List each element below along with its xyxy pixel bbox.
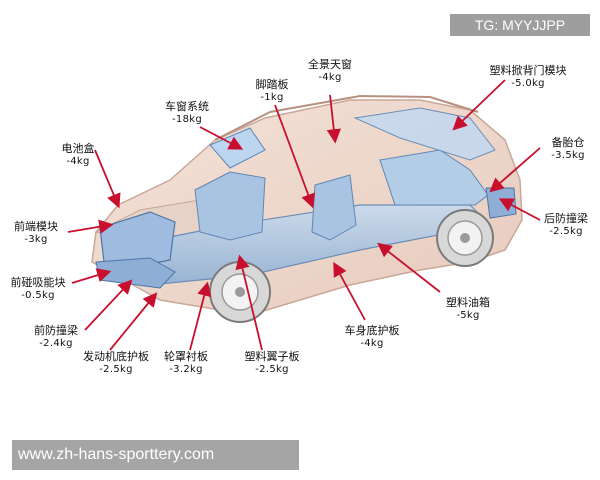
rear-seat	[311, 174, 357, 241]
part-weight: -2.5kg	[255, 364, 289, 375]
leader-underbody	[333, 261, 366, 321]
part-label-underbody: 车身底护板 -4kg	[345, 324, 400, 350]
part-name: 轮罩衬板	[164, 350, 208, 363]
part-weight: -4kg	[318, 72, 342, 83]
part-weight: -2.4kg	[39, 338, 73, 349]
leader-tailgate	[452, 79, 506, 131]
part-weight: -18kg	[172, 114, 202, 125]
leader-front-beam	[84, 279, 133, 331]
part-label-tailgate: 塑料掀背门模块 -5.0kg	[490, 64, 567, 90]
part-weight: -1kg	[260, 92, 284, 103]
part-name: 电池盒	[61, 142, 95, 155]
part-label-spare-tire: 备胎仓 -3.5kg	[551, 136, 584, 162]
leader-wheel-liner	[189, 281, 212, 351]
part-label-fuel-tank: 塑料油箱 -5kg	[446, 296, 490, 322]
part-name: 脚踏板	[255, 78, 289, 91]
part-weight: -3kg	[24, 234, 48, 245]
part-name: 前碰吸能块	[10, 276, 66, 289]
part-name: 发动机底护板	[83, 350, 149, 363]
part-weight: -2.5kg	[99, 364, 133, 375]
leader-spare-tire	[489, 147, 541, 193]
part-name: 塑料翼子板	[244, 350, 300, 363]
rear-bumper-beam	[485, 187, 517, 219]
part-label-fender: 塑料翼子板 -2.5kg	[245, 350, 300, 376]
leader-rear-beam	[498, 198, 541, 221]
part-name: 备胎仓	[551, 136, 585, 149]
roof-line	[214, 94, 479, 141]
part-name: 塑料油箱	[446, 296, 490, 309]
watermark-top: TG: MYYJJPP	[450, 14, 590, 36]
leader-front-module	[67, 219, 114, 234]
part-weight: -4kg	[360, 338, 384, 349]
car-frame	[95, 107, 517, 289]
leader-window	[199, 126, 244, 150]
part-label-sunroof: 全景天窗 -4kg	[308, 58, 352, 84]
part-weight: -3.2kg	[169, 364, 203, 375]
leader-footrest	[274, 104, 316, 209]
part-label-footrest: 脚踏板 -1kg	[256, 78, 289, 104]
leader-crash-block	[71, 268, 112, 284]
leader-battery	[94, 149, 121, 209]
part-label-front-module: 前端模块 -3kg	[14, 220, 58, 246]
part-label-engine-guard: 发动机底护板 -2.5kg	[83, 350, 149, 376]
part-weight: -3.5kg	[551, 150, 585, 161]
part-label-battery: 电池盒 -4kg	[62, 142, 95, 168]
part-name: 前端模块	[14, 220, 58, 233]
part-weight: -0.5kg	[21, 290, 55, 301]
part-name: 车身底护板	[344, 324, 400, 337]
leader-fender	[235, 254, 263, 351]
part-name: 全景天窗	[308, 58, 352, 71]
leader-sunroof	[326, 94, 341, 144]
leader-engine-guard	[109, 292, 158, 351]
leader-lines	[67, 79, 541, 351]
rear-wheel	[436, 209, 494, 267]
part-label-front-beam: 前防撞梁 -2.4kg	[34, 324, 78, 350]
part-name: 前防撞梁	[34, 324, 78, 337]
part-weight: -4kg	[66, 156, 90, 167]
part-label-window: 车窗系统 -18kg	[165, 100, 209, 126]
leader-fuel-tank	[377, 242, 441, 293]
part-weight: -2.5kg	[549, 226, 583, 237]
front-seat	[194, 171, 266, 241]
part-label-rear-beam: 后防撞梁 -2.5kg	[544, 212, 588, 238]
part-label-crash-block: 前碰吸能块 -0.5kg	[11, 276, 66, 302]
part-weight: -5kg	[456, 310, 480, 321]
part-weight: -5.0kg	[511, 78, 545, 89]
front-wheel	[209, 261, 271, 323]
part-label-wheel-liner: 轮罩衬板 -3.2kg	[164, 350, 208, 376]
part-name: 后防撞梁	[544, 212, 588, 225]
watermark-bottom: www.zh-hans-sporttery.com	[12, 440, 299, 470]
part-name: 塑料掀背门模块	[489, 64, 567, 77]
part-name: 车窗系统	[165, 100, 209, 113]
